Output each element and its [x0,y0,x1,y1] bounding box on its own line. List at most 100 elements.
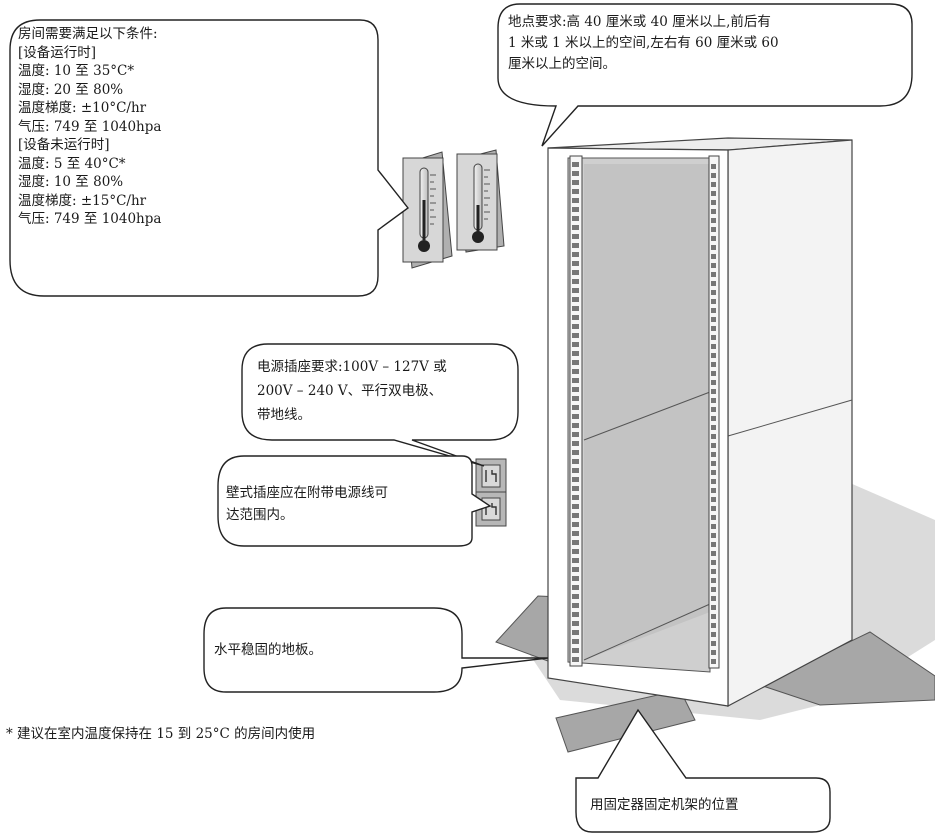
rail-hole [711,281,716,286]
idle-pressure: 气压: 749 至 1040hpa [18,211,162,227]
rail-hole [572,261,579,266]
rail-hole [572,432,579,437]
rail-hole [711,236,716,241]
rail-hole [572,567,579,572]
rail-hole [572,198,579,203]
callout-fixing [575,708,831,833]
rail-hole [711,650,716,655]
rail-hole [572,207,579,212]
rail-hole [711,380,716,385]
rail-hole [572,252,579,257]
rail-hole [572,468,579,473]
rail-hole [572,594,579,599]
rail-hole [572,369,579,374]
idle-temperature: 温度: 5 至 40°C* [18,155,126,172]
rail-hole [711,479,716,484]
callout-power-outlet [241,343,519,467]
rail-holes [572,162,716,664]
rail-hole [711,587,716,592]
rail-hole [572,180,579,185]
rail-hole [572,459,579,464]
rail-hole [572,603,579,608]
location-line-2: 1 米或 1 米以上的空间,左右有 60 厘米或 60 [508,35,779,51]
rail-hole [711,560,716,565]
rail-hole [711,569,716,574]
rail-hole [711,425,716,430]
rail-hole [572,540,579,545]
operating-humidity: 湿度: 20 至 80% [18,81,124,98]
rail-hole [572,576,579,581]
rail-hole [711,641,716,646]
rail-hole [572,279,579,284]
rail-hole [711,452,716,457]
rail-hole [572,378,579,383]
rail-hole [572,216,579,221]
fixing-text: 用固定器固定机架的位置 [590,797,739,813]
rail-hole [711,209,716,214]
rack-side-panel [727,139,853,707]
power-line-1: 电源插座要求:100V – 127V 或 [257,359,447,375]
rail-hole [572,630,579,635]
rail-hole [711,263,716,268]
floor-text: 水平稳固的地板。 [214,642,322,658]
rail-hole [711,596,716,601]
rail-hole [711,164,716,169]
idle-humidity: 湿度: 10 至 80% [18,174,124,190]
rail-hole [711,353,716,358]
location-requirement-text: 地点要求:高 40 厘米或 40 厘米以上,前后有 1 米或 1 米以上的空间,… [508,12,779,75]
rail-hole [711,245,716,250]
rail-hole [572,522,579,527]
rail-hole [711,632,716,637]
rail-hole [711,659,716,664]
rail-hole [572,621,579,626]
rail-hole [572,234,579,239]
rail-hole [572,639,579,644]
rail-hole [711,407,716,412]
rail-hole [711,506,716,511]
operating-pressure: 气压: 749 至 1040hpa [18,118,162,135]
rail-hole [711,443,716,448]
rail-hole [711,326,716,331]
rail-hole [572,306,579,311]
rail-hole [572,414,579,419]
rail-hole [572,387,579,392]
rail-hole [711,488,716,493]
rail-hole [572,171,579,176]
rail-hole [711,299,716,304]
rail-hole [572,189,579,194]
rail-hole [711,389,716,394]
power-line-3: 带地线。 [257,407,311,423]
rail-hole [572,549,579,554]
rail-hole [711,362,716,367]
callout-floor [203,607,549,693]
rail-hole [572,342,579,347]
rail-hole [572,504,579,509]
room-conditions-text: 房间需要满足以下条件: [设备运行时] 温度: 10 至 35°C* 湿度: 2… [18,25,161,229]
rail-hole [711,398,716,403]
rail-hole [711,173,716,178]
callout-wall-outlet [217,455,492,547]
rail-hole [711,344,716,349]
power-line-2: 200V – 240 V、平行双电极、 [257,383,443,399]
rail-hole [711,416,716,421]
rail-hole [711,191,716,196]
rail-hole [572,243,579,248]
rail-hole [711,533,716,538]
rail-hole [572,315,579,320]
fixing-plate-front [555,689,696,753]
rail-hole [711,254,716,259]
rail-hole [711,317,716,322]
rail-hole [711,614,716,619]
rail-hole [711,623,716,628]
callout-location [497,3,913,147]
rail-hole [711,515,716,520]
operating-heading: [设备运行时] [18,44,97,61]
rail-hole [711,335,716,340]
rail-hole [572,585,579,590]
power-outlet-text: 电源插座要求:100V – 127V 或 200V – 240 V、平行双电极、… [257,355,447,427]
rail-hole [572,360,579,365]
thermometer-icon [402,151,453,269]
rail-hole [711,272,716,277]
rail-hole [572,297,579,302]
wall-outlet-line-2: 达范围内。 [226,507,294,523]
